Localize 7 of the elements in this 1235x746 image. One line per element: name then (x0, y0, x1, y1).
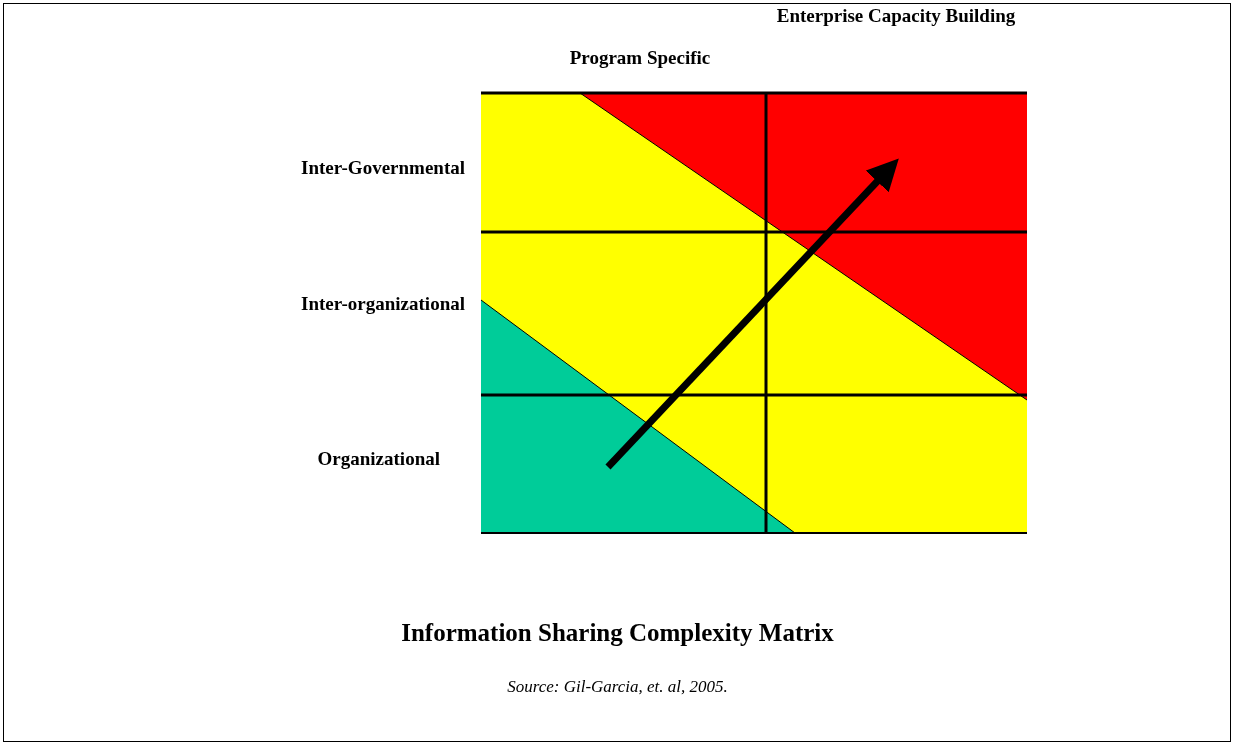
caption: Information Sharing Complexity Matrix (400, 619, 835, 647)
column-header: Program Specific (568, 48, 712, 69)
column-header: Enterprise Capacity Building (775, 6, 1017, 27)
source-note: Source: Gil-Garcia, et. al, 2005. (506, 678, 729, 697)
row-header: Organizational (316, 449, 440, 470)
row-header: Inter-organizational (300, 294, 465, 315)
row-header: Inter-Governmental (300, 158, 465, 179)
